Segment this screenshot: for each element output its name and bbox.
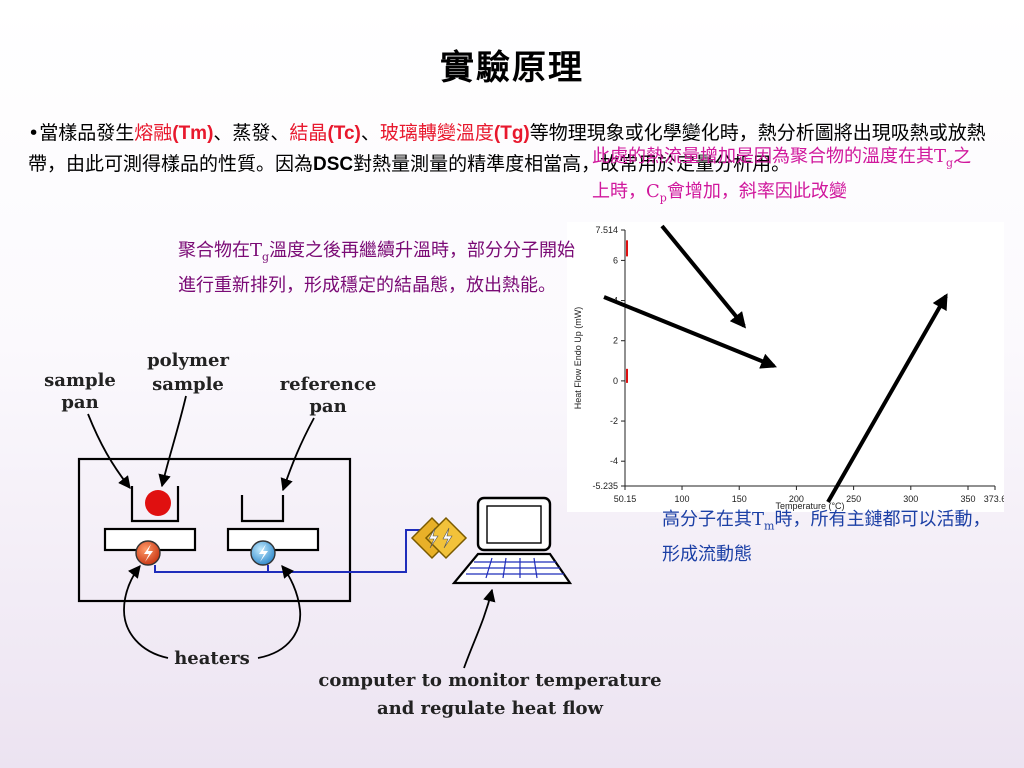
arrow-polymer-sample [158, 395, 187, 488]
note-tm-subscript: m [764, 519, 775, 533]
polymer-sample-dot [145, 490, 171, 516]
term-glass-transition-abbr: (Tg) [493, 123, 530, 144]
x-tick-label-1: 100 [675, 494, 690, 504]
sample-wire [154, 529, 420, 573]
arrow-tm-note [826, 293, 948, 503]
y-tick-label-0: 7.514 [595, 225, 618, 235]
label-computer-1: computer to monitor temperature [318, 670, 661, 691]
x-tick-label-0: 50.15 [614, 494, 637, 504]
arrow-reference-pan [280, 417, 315, 492]
term-glass-transition: 玻璃轉變溫度 [379, 122, 494, 144]
bullet-part-5: 對熱量測量的精準度相當高，故常用於定量分析用。 [353, 153, 791, 175]
note-tg-subscript: g [262, 250, 270, 264]
y-tick-label-4: 0 [613, 376, 618, 386]
note-cp-part-c: 會增加，斜率因此改變 [666, 180, 847, 202]
x-tick-label-5: 300 [903, 494, 918, 504]
label-sample-pan-1: sample [44, 370, 116, 391]
bullet-part-4: 等物理現象或化學變化時，熱分析圖將出現吸熱或放熱帶，由此可測得樣品的性質。因為 [28, 122, 986, 175]
note-tg-part-b: 溫度之後再繼續升溫時，部分分子開始進行重新排列，形成穩定的結晶態，放出熱能。 [178, 240, 576, 296]
y-tick-label-7: -5.235 [592, 481, 618, 491]
label-computer-2: and regulate heat flow [377, 698, 604, 719]
reference-pan [240, 495, 285, 523]
sample-heater-icon [135, 540, 161, 566]
term-crystallization-abbr: (Tc) [327, 123, 361, 144]
note-cp-subscript-p: p [659, 191, 667, 205]
y-tick-label-6: -4 [610, 456, 618, 466]
arrow-sample-pan [87, 413, 131, 489]
term-crystallization: 結晶 [289, 122, 328, 144]
x-tick-label-2: 150 [732, 494, 747, 504]
note-tm: 高分子在其Tm時，所有主鏈都可以活動，形成流動態 [662, 506, 1002, 569]
note-cp-part-b: 之上時，C [592, 146, 972, 202]
connector-icon [410, 516, 468, 560]
note-tm-part-b: 時，所有主鏈都可以活動，形成流動態 [662, 509, 991, 565]
x-axis-title: Temperature (°C) [775, 501, 844, 511]
dsc-apparatus-diagram: sample pan polymer sample reference pan … [44, 350, 661, 719]
label-polymer-sample-1: polymer [147, 350, 229, 371]
reference-heater-icon [250, 540, 276, 566]
sample-pan [130, 486, 180, 523]
dsc-cell-enclosure [77, 457, 352, 603]
x-tick-label-3: 200 [789, 494, 804, 504]
bullet-part-2: 、蒸發、 [213, 122, 290, 144]
term-dsc: DSC [313, 154, 354, 175]
bullet-text: •當樣品發生熔融(Tm)、蒸發、結晶(Tc)、玻璃轉變溫度(Tg)等物理現象或化… [28, 118, 1018, 180]
term-melting-abbr: (Tm) [172, 123, 214, 144]
term-melting: 熔融 [134, 122, 173, 144]
note-tm-part-a: 高分子在其T [662, 509, 765, 530]
y-tick-label-3: 2 [613, 336, 618, 346]
y-tick-label-1: 6 [613, 255, 618, 265]
note-cp: 此處的熱流量增加是因為聚合物的溫度在其Tg之上時，Cp會增加，斜率因此改變 [592, 143, 972, 212]
label-heaters: heaters [174, 648, 250, 669]
label-sample-pan-2: pan [61, 392, 98, 413]
note-cp-part-a: 此處的熱流量增加是因為聚合物的溫度在其T [592, 146, 947, 167]
bullet-part-1: 當樣品發生 [39, 122, 135, 144]
note-tg-part-a: 聚合物在T [178, 240, 263, 261]
bullet-part-3: 、 [360, 122, 380, 144]
x-tick-label-7: 373.6 [984, 494, 1004, 504]
arrow-heaters-left [123, 565, 169, 659]
y-tick-label-5: -2 [610, 416, 618, 426]
y-axis-title: Heat Flow Endo Up (mW) [573, 307, 583, 410]
label-polymer-sample-2: sample [152, 374, 224, 395]
label-reference-pan-1: reference [280, 374, 377, 395]
arrow-computer [463, 588, 496, 669]
label-reference-pan-2: pan [309, 396, 346, 417]
x-tick-label-6: 350 [960, 494, 975, 504]
x-tick-label-4: 250 [846, 494, 861, 504]
slide-title: 實驗原理 [440, 48, 584, 88]
note-cp-subscript-g: g [946, 156, 954, 170]
arrow-cp-note [660, 224, 747, 329]
bullet-marker: • [28, 122, 40, 144]
arrow-heaters-right [257, 565, 302, 659]
laptop-icon [451, 496, 573, 585]
arrow-tg-note [603, 295, 777, 369]
note-tg: 聚合物在Tg溫度之後再繼續升溫時，部分分子開始進行重新排列，形成穩定的結晶態，放… [178, 237, 578, 300]
